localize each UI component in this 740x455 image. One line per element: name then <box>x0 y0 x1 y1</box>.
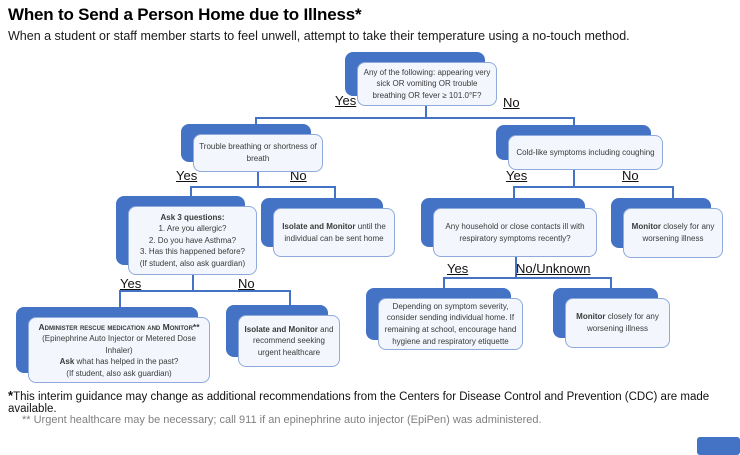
branch-label-ask3-yes: Yes <box>120 276 142 291</box>
connector-cold-drop-right <box>672 186 674 198</box>
node-text: Cold-like symptoms including coughing <box>516 147 655 157</box>
connector-cold-bar <box>513 186 672 188</box>
node-card: Any household or close contacts ill with… <box>433 208 597 257</box>
connector-root-bar <box>255 117 574 119</box>
node-text-line: (Epinephrine Auto Injector or Metered Do… <box>42 333 196 355</box>
node-cold-symptoms: Cold-like symptoms including coughing <box>496 125 663 170</box>
node-text: Isolate and Monitor until the individual… <box>282 221 386 243</box>
connector-root-drop-left <box>255 117 257 125</box>
page-title: When to Send a Person Home due to Illnes… <box>8 5 362 24</box>
node-isolate-urgent-care: Isolate and Monitor and recommend seekin… <box>226 305 340 367</box>
node-text-title: Ask 3 questions: <box>160 212 225 222</box>
node-text-line: (If student, also ask guardian) <box>139 258 246 268</box>
node-monitor-worsening-lower: Monitor closely for any worsening illnes… <box>553 288 670 348</box>
connector-root-drop-right <box>573 117 575 125</box>
connector-root-stem <box>425 106 427 117</box>
page-subtitle: When a student or staff member starts to… <box>8 29 630 43</box>
connector-household-stem <box>515 257 517 277</box>
footnote-urgent-healthcare: ** Urgent healthcare may be necessary; c… <box>22 414 542 426</box>
connector-household-bar <box>443 277 610 279</box>
node-text-line: 2. Do you have Asthma? <box>148 235 237 245</box>
connector-ask3-drop-left <box>119 290 121 307</box>
branch-label-root-no: No <box>503 95 520 110</box>
node-card: Isolate and Monitor until the individual… <box>273 208 395 257</box>
branch-label-cold-no: No <box>622 168 639 183</box>
node-card: Cold-like symptoms including coughing <box>508 135 663 170</box>
node-text: Depending on symptom severity, consider … <box>384 301 517 346</box>
footnote-asterisk: * <box>8 388 14 403</box>
node-symptom-severity: Depending on symptom severity, consider … <box>366 288 523 350</box>
branch-label-breathing-yes: Yes <box>176 168 198 183</box>
node-text: Isolate and Monitor and recommend seekin… <box>244 324 334 357</box>
node-isolate-until-home: Isolate and Monitor until the individual… <box>261 198 395 257</box>
connector-ask3-drop-right <box>289 290 291 305</box>
connector-household-drop-right <box>610 277 612 288</box>
node-text: Any of the following: appearing very sic… <box>363 67 491 100</box>
node-text-line: Ask what has helped in the past? <box>59 357 179 367</box>
connector-breathing-bar <box>190 186 334 188</box>
branch-label-cold-yes: Yes <box>506 168 528 183</box>
node-ask-three-questions: Ask 3 questions: 1. Are you allergic? 2.… <box>116 196 257 275</box>
node-trouble-breathing: Trouble breathing or shortness of breath <box>181 124 323 172</box>
node-administer-medication: Administer rescue medication and Monitor… <box>16 307 210 383</box>
node-card: Monitor closely for any worsening illnes… <box>623 208 723 258</box>
node-text: Monitor closely for any worsening illnes… <box>576 312 659 333</box>
branch-label-root-yes: Yes <box>335 93 357 108</box>
node-screening-question: Any of the following: appearing very sic… <box>345 52 497 106</box>
node-household-contacts: Any household or close contacts ill with… <box>421 198 597 257</box>
branch-label-household-no-unknown: No/Unknown <box>516 261 591 276</box>
connector-ask3-bar <box>119 290 289 292</box>
node-card: Depending on symptom severity, consider … <box>378 298 523 350</box>
node-text-line: Administer rescue medication and Monitor… <box>38 321 200 332</box>
node-card: Administer rescue medication and Monitor… <box>28 317 210 383</box>
branch-label-ask3-no: No <box>238 276 255 291</box>
node-monitor-worsening-upper: Monitor closely for any worsening illnes… <box>611 198 723 258</box>
node-card: Trouble breathing or shortness of breath <box>193 134 323 172</box>
branch-label-household-yes: Yes <box>447 261 469 276</box>
node-text-line: 3. Has this happened before? <box>140 247 245 257</box>
node-card: Any of the following: appearing very sic… <box>357 62 497 106</box>
connector-breathing-drop-right <box>334 186 336 198</box>
footnote-interim-guidance: *This interim guidance may change as add… <box>8 388 710 415</box>
node-text-line: 1. Are you allergic? <box>158 224 227 234</box>
node-text-line: (If student, also ask guardian) <box>66 368 172 378</box>
node-text: Trouble breathing or shortness of breath <box>199 142 317 163</box>
connector-breathing-stem <box>257 172 259 186</box>
connector-cold-drop-left <box>513 186 515 198</box>
corner-blue-rectangle <box>697 437 740 455</box>
node-card: Monitor closely for any worsening illnes… <box>565 298 670 348</box>
node-card: Ask 3 questions: 1. Are you allergic? 2.… <box>128 206 257 275</box>
connector-cold-stem <box>573 170 575 186</box>
node-text: Any household or close contacts ill with… <box>445 221 585 243</box>
connector-household-drop-left <box>443 277 445 288</box>
connector-ask3-stem <box>192 275 194 290</box>
connector-breathing-drop-left <box>190 186 192 196</box>
node-text: Monitor closely for any worsening illnes… <box>631 222 715 243</box>
node-card: Isolate and Monitor and recommend seekin… <box>238 315 340 367</box>
